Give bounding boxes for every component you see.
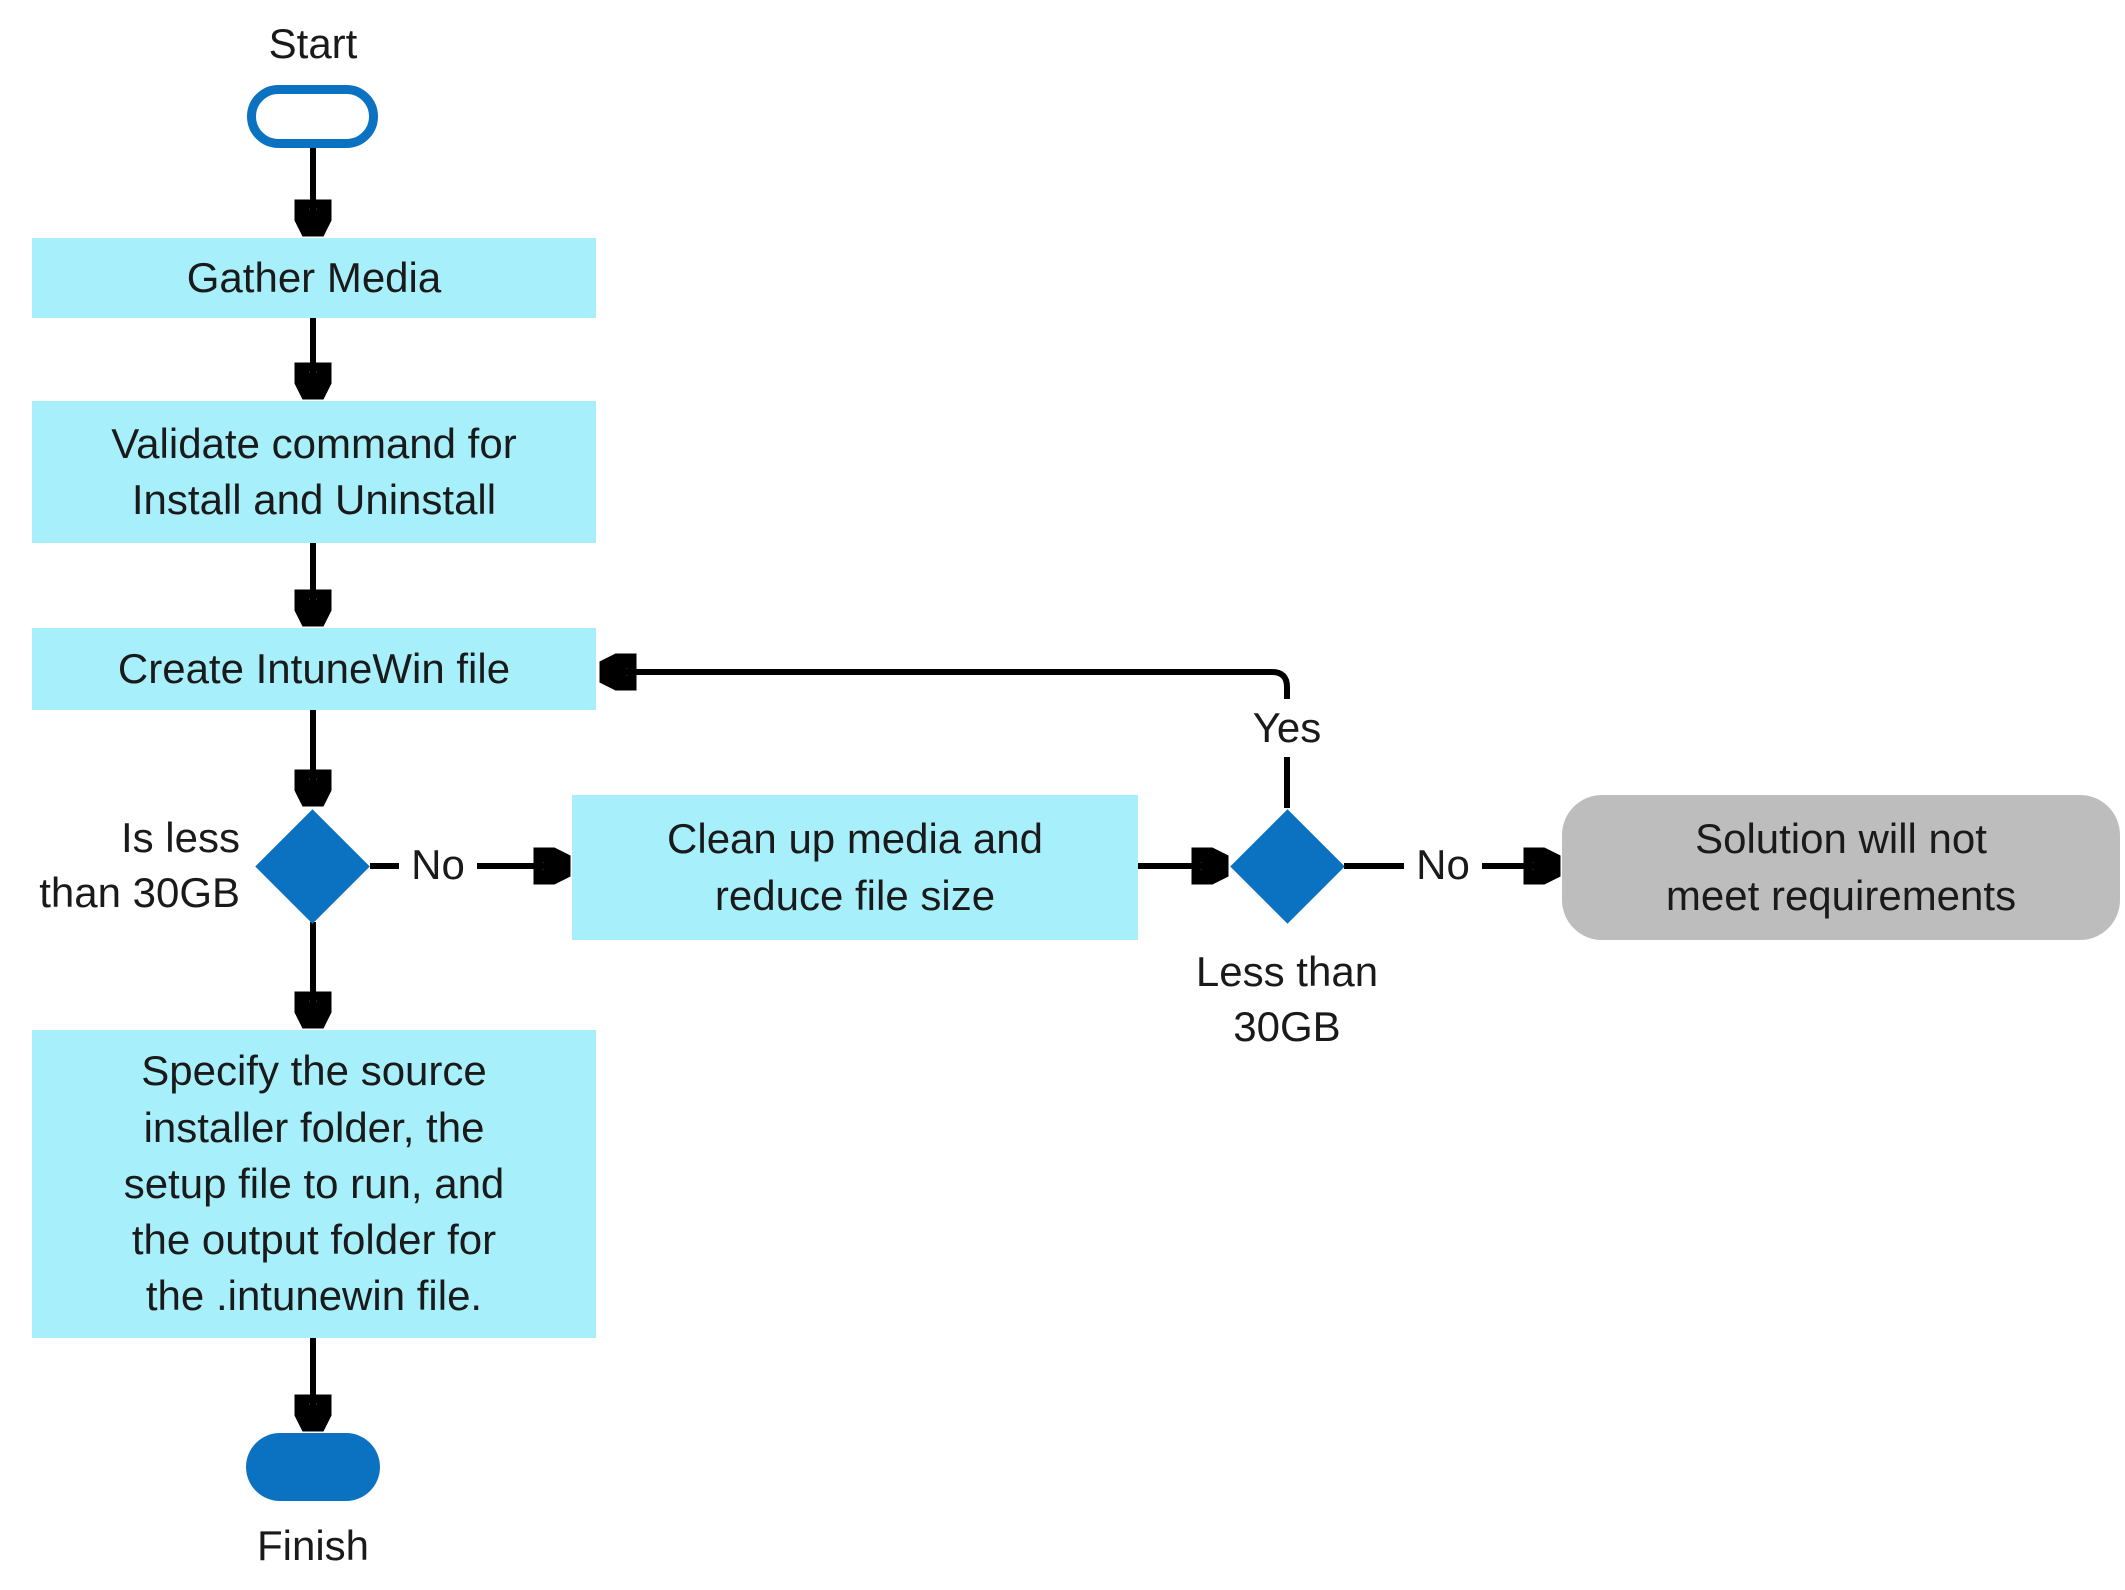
- decision2-label: Less than 30GB: [1195, 948, 1379, 1051]
- start-terminator: [247, 85, 378, 148]
- edge-label-yes: Yes: [1245, 699, 1329, 757]
- edge-label-no-1: No: [399, 836, 477, 894]
- process-create-intunewin: Create IntuneWin file: [32, 628, 596, 710]
- arrow-decision2-yes-to-create: [604, 672, 1290, 808]
- finish-label: Finish: [256, 1522, 370, 1569]
- process-gather-media: Gather Media: [32, 238, 596, 318]
- decision1-label: Is less than 30GB: [39, 814, 240, 917]
- edge-label-no-2: No: [1404, 836, 1482, 894]
- start-label: Start: [268, 20, 358, 67]
- process-clean-up-media: Clean up media and reduce file size: [572, 795, 1138, 940]
- process-specify-source: Specify the source installer folder, the…: [32, 1030, 596, 1338]
- process-validate-command: Validate command for Install and Uninsta…: [32, 401, 596, 543]
- finish-terminator: [246, 1433, 380, 1501]
- endpoint-solution-will-not-meet: Solution will not meet requirements: [1562, 795, 2120, 940]
